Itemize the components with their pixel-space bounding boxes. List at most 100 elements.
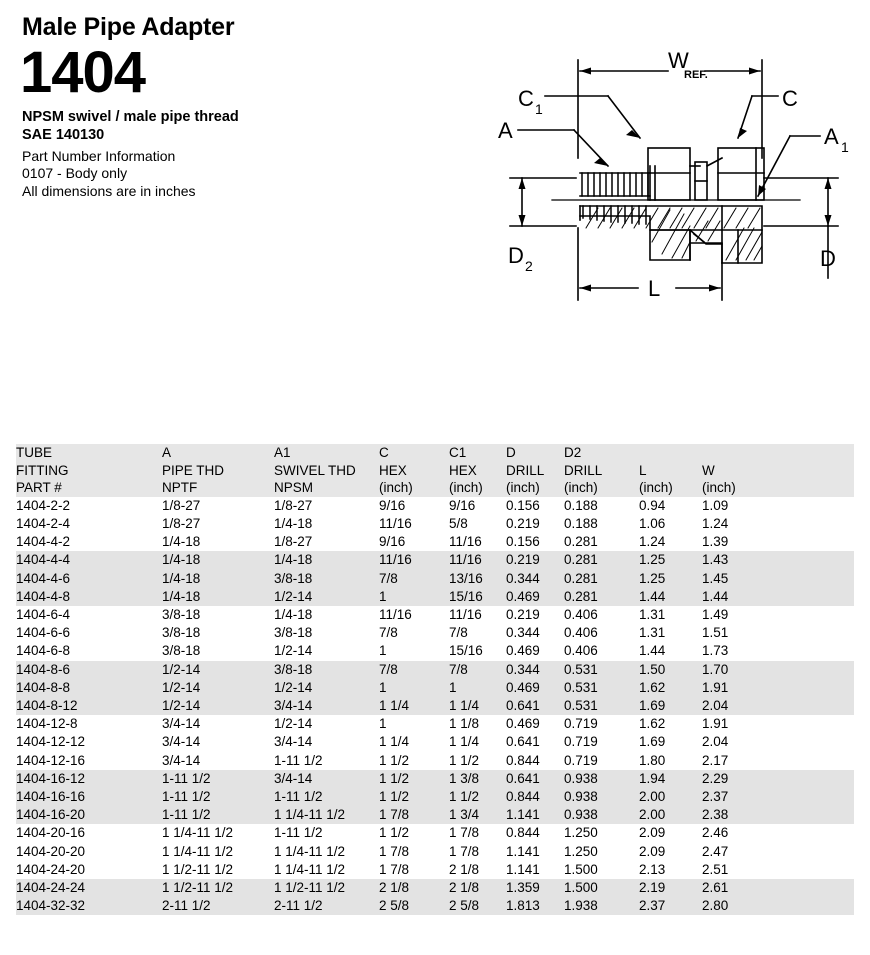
table-cell: 7/8 — [379, 569, 449, 588]
table-cell: 0.281 — [564, 551, 639, 570]
table-cell: 1 7/8 — [379, 861, 410, 877]
diagram-label-c: C — [782, 86, 798, 111]
table-cell: 2.47 — [702, 843, 729, 859]
table-cell: 1.51 — [702, 625, 729, 641]
table-cell: 1 3/4 — [449, 806, 506, 825]
table-cell: 1404-6-4 — [16, 607, 71, 622]
table-cell: 1 1/2-11 1/2 — [162, 861, 234, 877]
table-cell: 1 1/4 — [449, 697, 506, 716]
diagram-label-d2-sub: 2 — [525, 258, 533, 274]
table-cell: 2 5/8 — [379, 897, 449, 916]
table-cell: 0.219 — [506, 515, 540, 531]
table-cell: 11/16 — [379, 551, 449, 570]
table-cell: 0.344 — [506, 660, 564, 679]
table-cell: 1-11 1/2 — [274, 788, 379, 807]
sae-standard: SAE 140130 — [22, 127, 105, 144]
table-cell: 1.141 — [506, 843, 540, 859]
table-cell: 1 7/8 — [449, 825, 480, 841]
table-cell: 1404-32-32 — [16, 897, 162, 916]
table-cell: 2.09 — [639, 843, 666, 859]
table-cell: 7/8 — [379, 625, 398, 641]
table-cell: 15/16 — [449, 587, 506, 606]
table-cell: 11/16 — [449, 534, 482, 550]
diagram-label-a: A — [498, 118, 513, 143]
table-cell: 3/8-18 — [274, 569, 379, 588]
table-cell: 0.94 — [639, 497, 666, 513]
table-cell: 1/2-14 — [274, 716, 313, 732]
table-cell: 5/8 — [449, 515, 468, 531]
table-cell: 1 1/2 — [449, 752, 480, 768]
table-cell: 1 1/2 — [379, 788, 449, 807]
table-cell: 1.25 — [639, 569, 702, 588]
table-cell: 2 5/8 — [449, 897, 506, 916]
table-cell: 0.531 — [564, 697, 639, 716]
table-cell: 1404-12-8 — [16, 716, 78, 732]
table-cell: 1 1/4 — [379, 734, 410, 750]
table-cell: 3/8-18 — [162, 607, 201, 622]
table-cell: 2-11 1/2 — [274, 897, 379, 916]
table-cell: 1 1/4-11 1/2 — [274, 861, 346, 877]
table-cell: 1-11 1/2 — [162, 788, 274, 807]
table-cell: 2.04 — [702, 697, 854, 716]
table-cell: 0.188 — [564, 497, 598, 513]
diagram-label-a1: A — [824, 124, 839, 149]
table-cell: 1.31 — [639, 607, 666, 622]
table-cell: 1.94 — [639, 769, 702, 789]
table-cell: 1 1/4 — [449, 734, 480, 750]
table-cell: 1.24 — [639, 534, 666, 550]
table-cell: 2 1/8 — [449, 879, 506, 898]
table-cell: 0.469 — [506, 716, 540, 732]
table-cell: 1.500 — [564, 861, 598, 877]
table-cell: 0.281 — [564, 587, 639, 606]
table-cell: 1404-24-24 — [16, 879, 162, 898]
table-cell: 1404-20-16 — [16, 825, 86, 841]
table-cell: 0.719 — [564, 734, 598, 750]
table-cell: 1 1/4-11 1/2 — [274, 843, 346, 859]
table-cell: 0.344 — [506, 569, 564, 588]
table-column-header: L(inch) — [639, 444, 702, 497]
table-cell: 0.531 — [564, 660, 639, 679]
table-cell: 1 — [379, 716, 387, 732]
diagram-label-l: L — [648, 276, 660, 301]
table-cell: 1/4-18 — [274, 551, 379, 570]
table-cell: 11/16 — [379, 607, 412, 622]
table-cell: 1.31 — [639, 625, 666, 641]
table-cell: 1 1/8 — [449, 716, 480, 732]
table-cell: 1404-8-8 — [16, 678, 162, 698]
table-cell: 1.500 — [564, 879, 639, 898]
table-cell: 0.531 — [564, 678, 639, 698]
table-cell: 3/4-14 — [274, 697, 379, 716]
table-cell: 0.938 — [564, 788, 639, 807]
table-cell: 1404-20-20 — [16, 843, 86, 859]
table-cell: 1.91 — [702, 716, 729, 732]
table-cell: 2.19 — [639, 879, 702, 898]
table-cell: 2.46 — [702, 825, 729, 841]
table-cell: 1.250 — [564, 843, 598, 859]
table-cell: 0.406 — [564, 643, 598, 659]
table-cell: 2.04 — [702, 734, 729, 750]
diagram-label-w: W — [668, 48, 689, 73]
table-cell: 2.17 — [702, 752, 729, 768]
table-cell: 2.13 — [639, 861, 666, 877]
table-cell: 1.70 — [702, 660, 854, 679]
diagram-label-w-sub: REF. — [684, 69, 708, 81]
table-cell: 1404-4-6 — [16, 569, 162, 588]
